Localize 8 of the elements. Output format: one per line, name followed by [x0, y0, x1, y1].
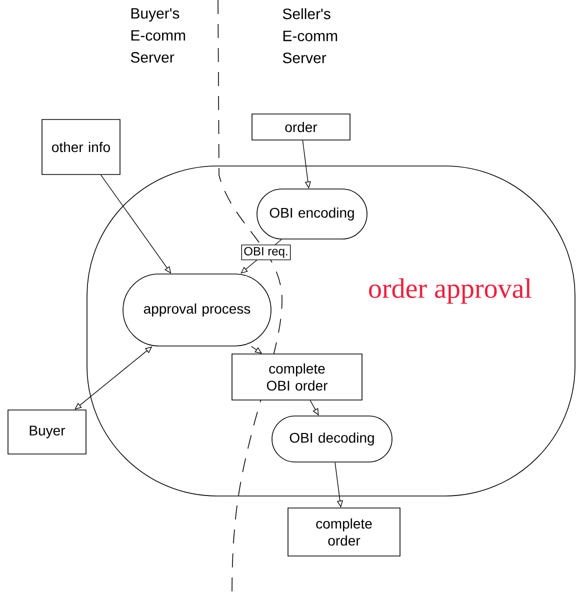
process-box: Buyer	[8, 410, 86, 454]
process-box: other info	[42, 119, 120, 175]
process-box: complete order	[288, 508, 400, 556]
column-heading: Seller's E-comm Server	[282, 8, 338, 64]
edge-label: OBI req.	[241, 244, 291, 260]
column-heading: Buyer's E-comm Server	[130, 8, 186, 63]
process-box: complete OBI order	[232, 354, 362, 400]
process-box: order	[252, 114, 350, 140]
